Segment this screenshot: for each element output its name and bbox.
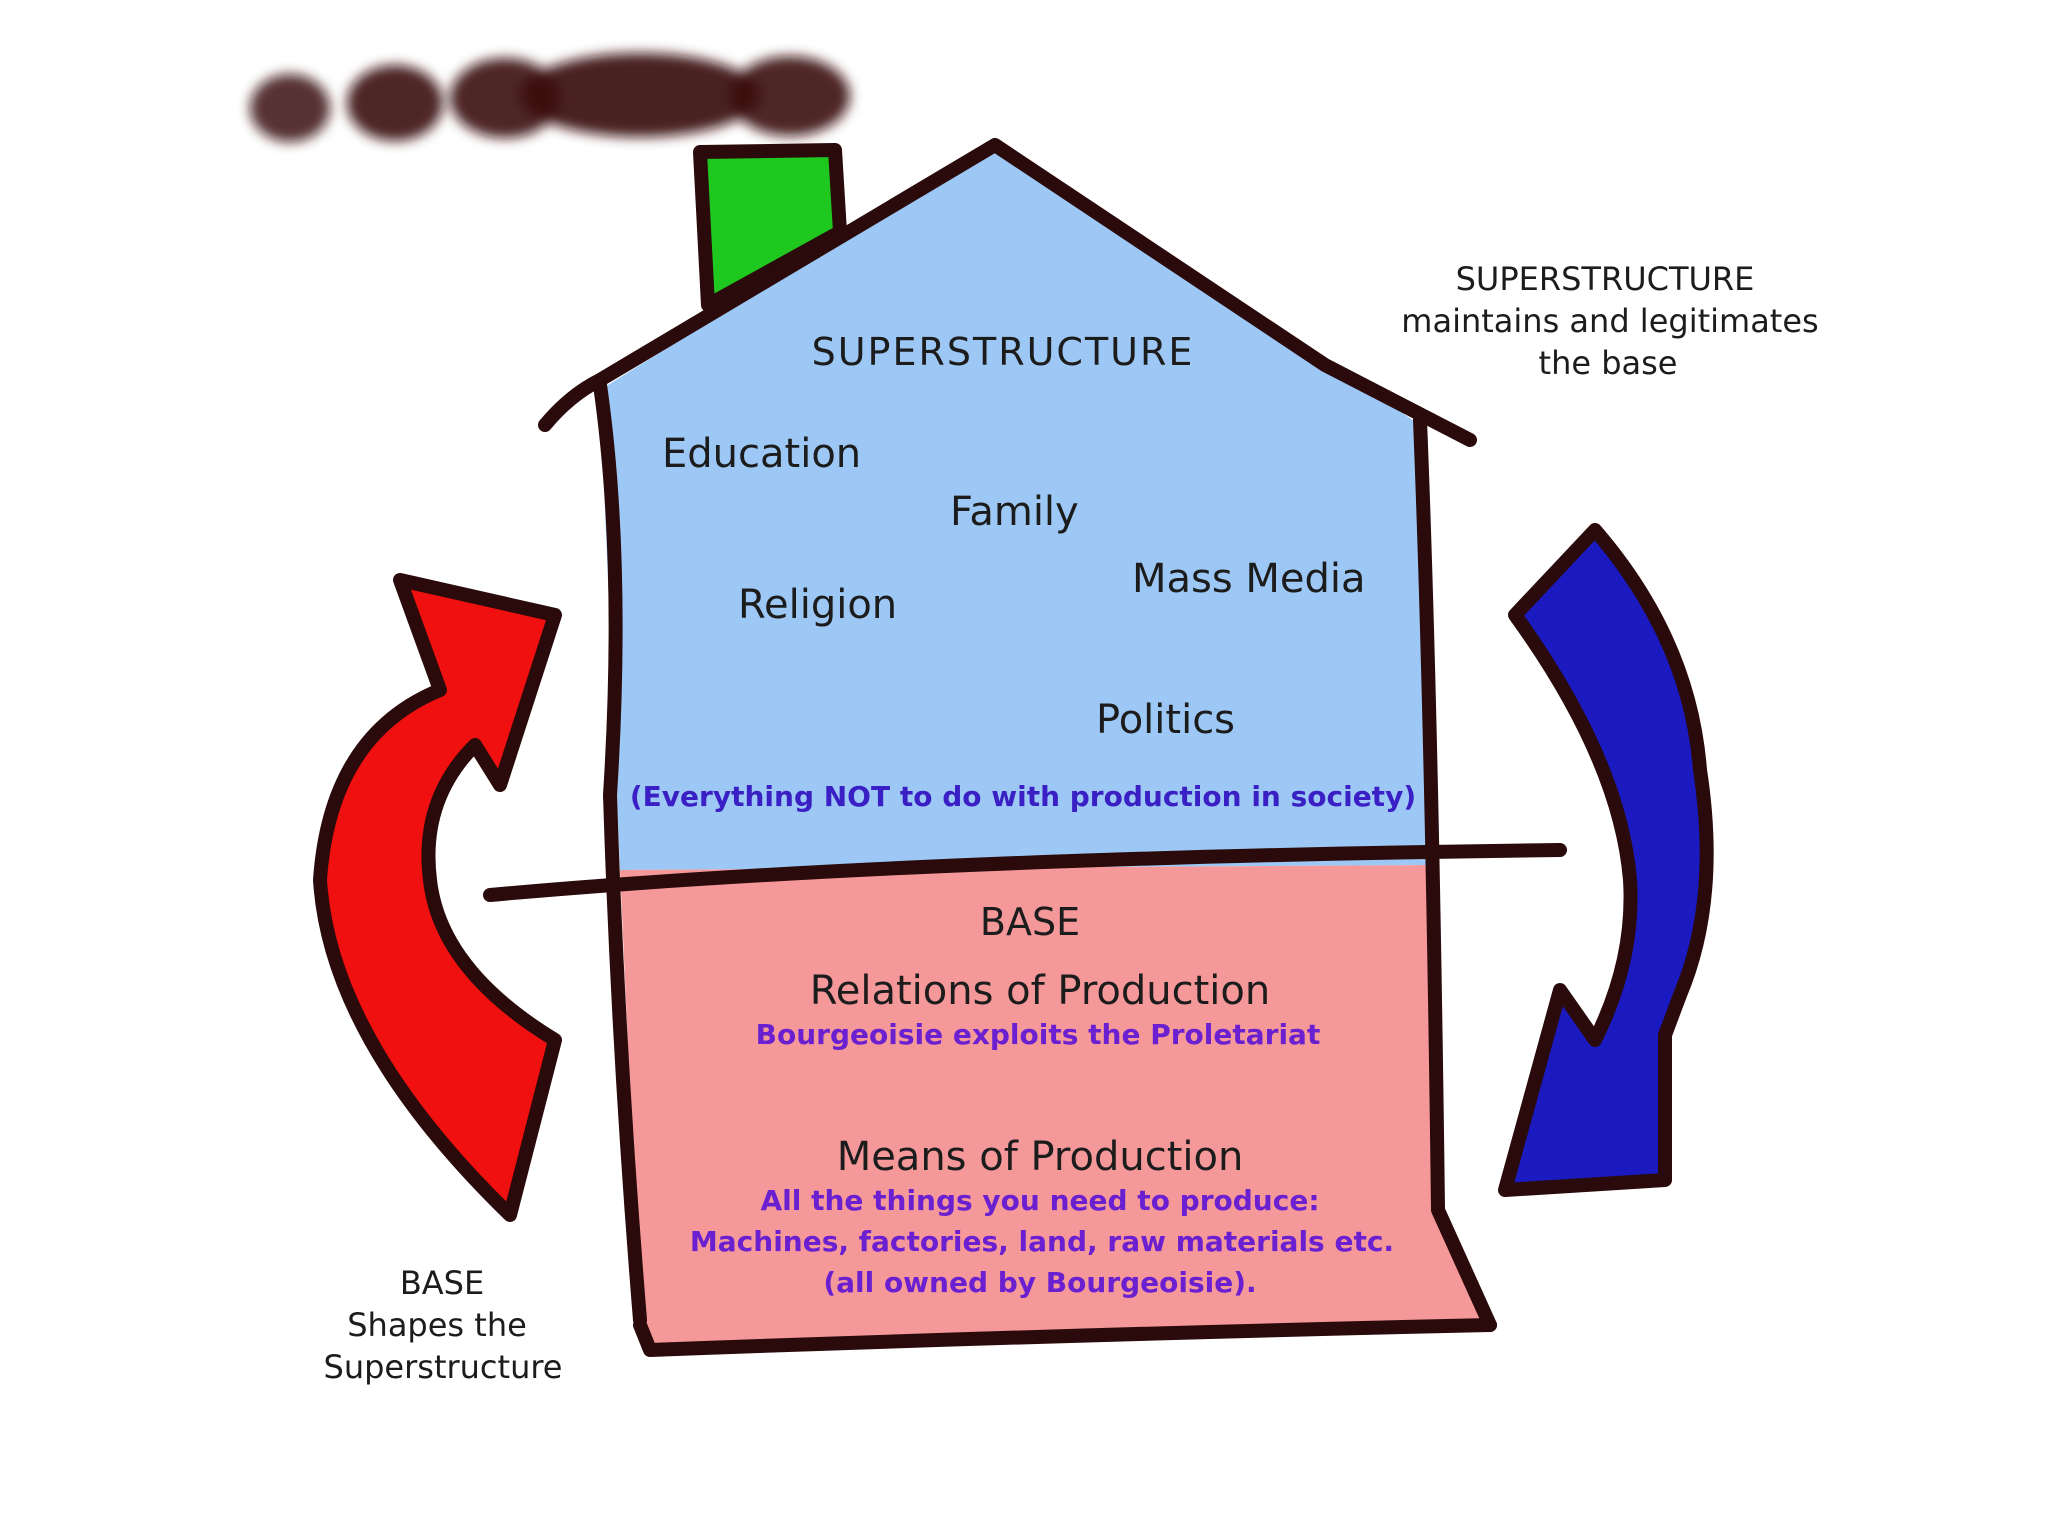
superstructure-note: (Everything NOT to do with production in… <box>630 780 1416 813</box>
left-caption-line-1: BASE <box>400 1264 484 1302</box>
right-caption-line-2: maintains and legitimates <box>1401 302 1818 340</box>
superstructure-area <box>600 140 1430 870</box>
base-area <box>620 865 1490 1350</box>
base-title: BASE <box>980 900 1080 944</box>
left-caption-line-3: Superstructure <box>324 1348 563 1386</box>
base-superstructure-divider <box>483 843 1567 902</box>
means-of-production-note-line-3: (all owned by Bourgeoisie). <box>823 1266 1256 1299</box>
right-caption-line-1: SUPERSTRUCTURE <box>1456 260 1755 298</box>
superstructure-title: SUPERSTRUCTURE <box>812 330 1195 374</box>
relations-of-production-title: Relations of Production <box>810 968 1271 1014</box>
smoke-cloud <box>250 53 850 142</box>
institution-mass-media: Mass Media <box>1132 556 1366 602</box>
means-of-production-title: Means of Production <box>837 1134 1244 1180</box>
base-shapes-arrow <box>313 573 562 1222</box>
means-of-production-note-line-1: All the things you need to produce: <box>760 1184 1319 1217</box>
superstructure-maintains-arrow <box>1498 523 1714 1197</box>
institution-religion: Religion <box>738 582 897 628</box>
right-caption-line-3: the base <box>1539 344 1678 382</box>
house-outline <box>538 138 1497 1357</box>
means-of-production-note-line-2: Machines, factories, land, raw materials… <box>690 1225 1394 1258</box>
institution-family: Family <box>950 489 1079 535</box>
institution-politics: Politics <box>1096 697 1235 743</box>
institution-education: Education <box>662 431 861 477</box>
relations-of-production-note: Bourgeoisie exploits the Proletariat <box>756 1018 1321 1051</box>
left-caption-line-2: Shapes the <box>347 1306 527 1344</box>
